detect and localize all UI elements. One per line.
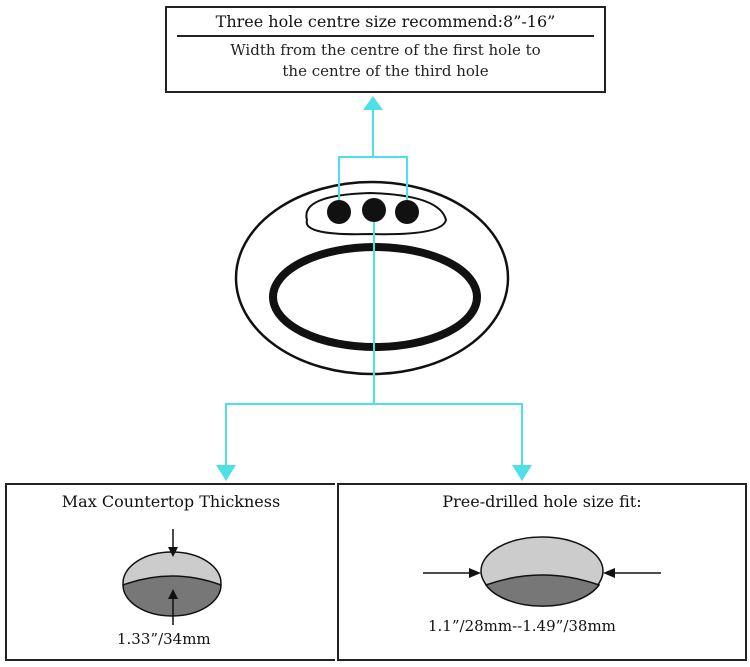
hole-spacing-description-line2: the centre of the third hole [282,62,489,80]
connector-split [225,403,523,465]
connectors [225,108,523,465]
hole-size-arrowhead-right [603,568,615,578]
countertop-thickness-panel: Max Countertop Thickness 1.33”/34mm [5,483,335,661]
hole-spacing-description: Width from the centre of the first hole … [177,40,594,82]
hole-size-title: Pree-drilled hole size fit: [442,492,642,511]
faucet-hole-right [395,200,419,224]
hole-size-panel: Pree-drilled hole size fit: 1.1”/28mm--1… [337,483,747,661]
hole-spacing-callout: Three hole centre size recommend:8”-16” … [165,6,606,93]
countertop-thickness-value: 1.33”/34mm [117,630,211,648]
hole-spacing-title: Three hole centre size recommend:8”-16” [177,11,594,37]
countertop-thickness-title: Max Countertop Thickness [61,492,281,511]
thickness-arrowhead-bottom [168,589,178,599]
hole-size-disc-dark [484,574,601,607]
sink-top-view [234,180,510,376]
arrowhead-left-box [216,465,236,481]
hole-spacing-description-line1: Width from the centre of the first hole … [230,41,541,59]
hole-size-value: 1.1”/28mm--1.49”/38mm [428,617,616,635]
hole-size-arrowhead-left [469,568,481,578]
countertop-outline [234,180,510,376]
faucet-hole-center [362,198,386,222]
faucet-hole-left [327,200,351,224]
thickness-arrowhead-top [168,547,178,557]
arrowhead-up [363,96,383,110]
thickness-illustration [122,529,222,625]
arrowhead-right-box [512,465,532,481]
hole-size-illustration [423,536,661,607]
